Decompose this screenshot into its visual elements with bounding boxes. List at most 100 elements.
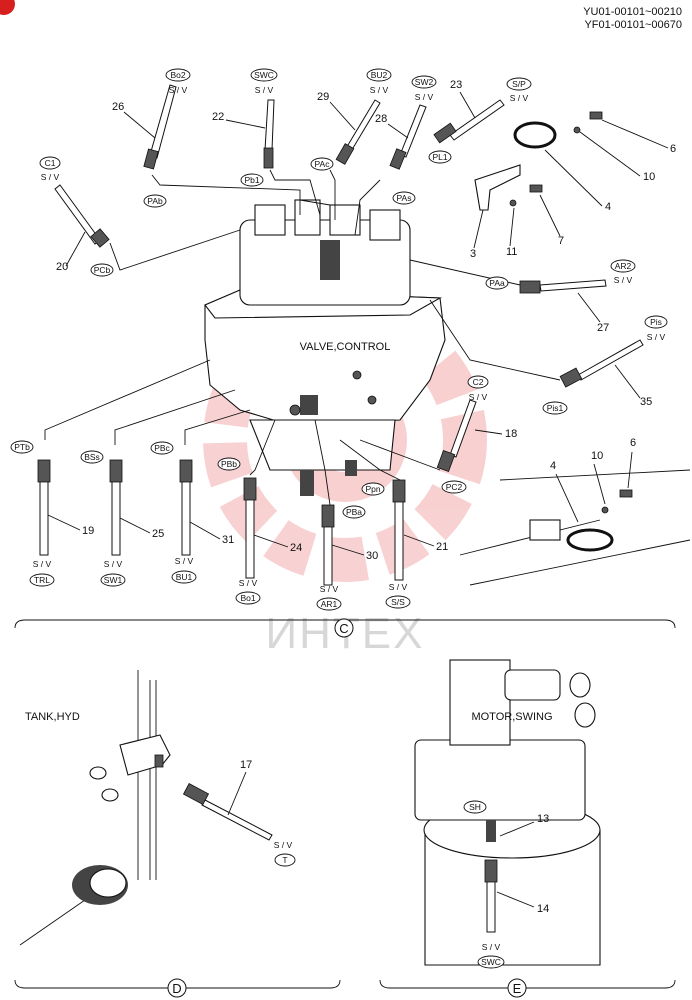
svg-text:Bo2: Bo2 bbox=[170, 70, 185, 80]
svg-text:Bo1: Bo1 bbox=[240, 593, 255, 603]
svg-text:PBa: PBa bbox=[346, 507, 362, 517]
leader-lines-c bbox=[47, 91, 669, 556]
valve-control-label: VALVE,CONTROL bbox=[300, 341, 391, 353]
svg-text:AR2: AR2 bbox=[615, 261, 632, 271]
svg-text:4: 4 bbox=[550, 460, 556, 472]
corner-mark-icon bbox=[0, 0, 15, 15]
hose-group-bottom bbox=[37, 459, 406, 586]
svg-text:S/P: S/P bbox=[512, 79, 526, 89]
leader-13 bbox=[499, 821, 535, 837]
svg-text:10: 10 bbox=[643, 171, 655, 183]
svg-text:TRL: TRL bbox=[34, 575, 50, 585]
svg-text:BU1: BU1 bbox=[176, 572, 193, 582]
clamp-bracket bbox=[474, 111, 603, 211]
hose-group-right bbox=[436, 279, 644, 473]
svg-text:30: 30 bbox=[366, 550, 378, 562]
motor-swing-label: MOTOR,SWING bbox=[471, 711, 552, 723]
section-e-label: E bbox=[513, 981, 522, 996]
svg-text:S / V: S / V bbox=[255, 85, 274, 95]
section-e-bracket bbox=[379, 978, 676, 998]
svg-text:PC2: PC2 bbox=[446, 482, 463, 492]
svg-text:19: 19 bbox=[82, 525, 94, 537]
port-swc-pill bbox=[477, 955, 505, 969]
serial-range-2: YF01-00101~00670 bbox=[584, 19, 682, 31]
svg-text:S / V: S / V bbox=[647, 332, 666, 342]
guide-lines bbox=[44, 169, 561, 506]
section-c-label: C bbox=[339, 621, 348, 636]
port-t-pill bbox=[274, 853, 296, 867]
control-valve bbox=[204, 199, 446, 496]
svg-text:C2: C2 bbox=[473, 377, 484, 387]
svg-text:SWC: SWC bbox=[254, 70, 274, 80]
svg-text:6: 6 bbox=[630, 437, 636, 449]
sv-labels-c: S / V S / V S / V S / V S / V S / V S / … bbox=[33, 85, 666, 594]
svg-text:AR1: AR1 bbox=[321, 599, 338, 609]
svg-text:7: 7 bbox=[558, 235, 564, 247]
svg-text:4: 4 bbox=[605, 201, 611, 213]
svg-text:BSs: BSs bbox=[84, 452, 100, 462]
section-d-bracket bbox=[14, 978, 341, 998]
clamp-lower bbox=[459, 469, 691, 586]
section-d-label: D bbox=[172, 981, 181, 996]
svg-text:10: 10 bbox=[591, 450, 603, 462]
svg-text:Ppn: Ppn bbox=[365, 484, 380, 494]
svg-text:S / V: S / V bbox=[469, 392, 488, 402]
svg-text:23: 23 bbox=[450, 79, 462, 91]
svg-text:S / V: S / V bbox=[175, 556, 194, 566]
ref-14: 14 bbox=[537, 903, 549, 915]
hydraulic-tank-assembly bbox=[19, 670, 273, 946]
svg-text:29: 29 bbox=[317, 91, 329, 103]
port-swc: SWC bbox=[481, 957, 501, 967]
ref-17: 17 bbox=[240, 759, 252, 771]
port-labels-c: Bo2 SWC BU2 SW2 S/P C1 Pb1 PAc PAs PL1 P… bbox=[10, 68, 668, 611]
svg-text:PAs: PAs bbox=[397, 193, 412, 203]
svg-text:S / V: S / V bbox=[510, 93, 529, 103]
hose-group-top bbox=[54, 84, 505, 248]
svg-text:3: 3 bbox=[470, 248, 476, 260]
svg-text:22: 22 bbox=[212, 111, 224, 123]
ref-13: 13 bbox=[537, 813, 549, 825]
svg-text:11: 11 bbox=[506, 246, 517, 258]
svg-text:PAc: PAc bbox=[315, 159, 331, 169]
svg-text:S / V: S / V bbox=[41, 172, 60, 182]
svg-text:Pb1: Pb1 bbox=[244, 175, 259, 185]
svg-text:BU2: BU2 bbox=[371, 70, 388, 80]
leader-17 bbox=[227, 771, 247, 816]
ref-numbers-c: 26 22 29 28 23 6 10 4 20 3 11 7 27 35 18… bbox=[56, 79, 676, 562]
port-sh-pill bbox=[463, 800, 487, 814]
svg-text:PL1: PL1 bbox=[432, 152, 447, 162]
svg-text:PTb: PTb bbox=[14, 442, 30, 452]
svg-text:SW2: SW2 bbox=[415, 77, 434, 87]
sv-d: S / V bbox=[274, 840, 293, 850]
svg-text:27: 27 bbox=[597, 322, 609, 334]
svg-text:21: 21 bbox=[436, 541, 448, 553]
svg-text:PBb: PBb bbox=[221, 459, 237, 469]
svg-text:SW1: SW1 bbox=[104, 575, 123, 585]
port-t: T bbox=[282, 855, 287, 865]
svg-text:S / V: S / V bbox=[370, 85, 389, 95]
svg-text:Pis1: Pis1 bbox=[547, 403, 564, 413]
svg-text:S / V: S / V bbox=[614, 275, 633, 285]
svg-text:24: 24 bbox=[290, 542, 302, 554]
svg-text:20: 20 bbox=[56, 261, 68, 273]
svg-text:PCb: PCb bbox=[94, 265, 111, 275]
leader-14 bbox=[496, 891, 535, 908]
svg-text:26: 26 bbox=[112, 101, 124, 113]
svg-text:PAa: PAa bbox=[489, 278, 505, 288]
svg-text:31: 31 bbox=[222, 534, 234, 546]
svg-text:Pis: Pis bbox=[650, 317, 662, 327]
svg-text:S/S: S/S bbox=[391, 597, 405, 607]
svg-text:S / V: S / V bbox=[104, 559, 123, 569]
svg-text:S / V: S / V bbox=[33, 559, 52, 569]
svg-text:18: 18 bbox=[505, 428, 517, 440]
svg-text:25: 25 bbox=[152, 528, 164, 540]
svg-text:PAb: PAb bbox=[147, 196, 163, 206]
section-c-bracket bbox=[14, 618, 676, 638]
svg-text:S / V: S / V bbox=[239, 578, 258, 588]
svg-text:35: 35 bbox=[640, 396, 652, 408]
swing-motor-assembly bbox=[414, 659, 601, 966]
sv-e: S / V bbox=[482, 942, 501, 952]
svg-text:28: 28 bbox=[375, 113, 387, 125]
svg-text:PBc: PBc bbox=[154, 443, 170, 453]
svg-text:S / V: S / V bbox=[169, 85, 188, 95]
